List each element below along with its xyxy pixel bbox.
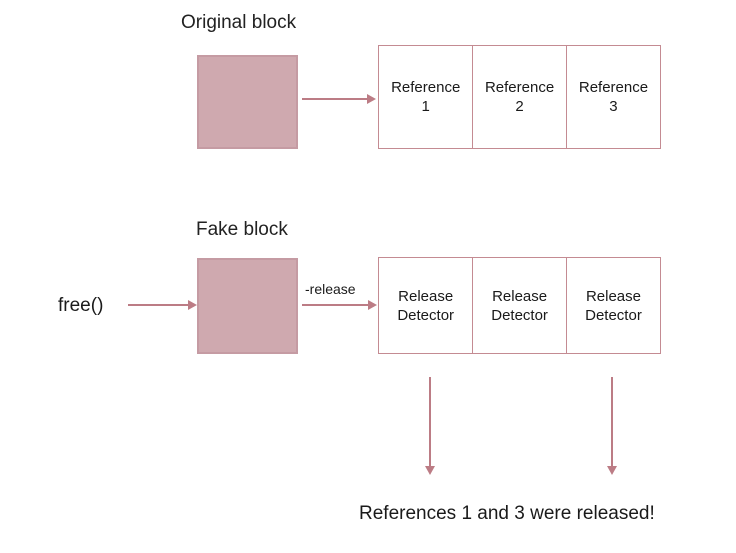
reference-box-2: Reference 2 xyxy=(471,45,568,149)
arrow-head-icon xyxy=(367,94,376,104)
reference-box-1-line1: Reference xyxy=(391,79,461,96)
reference-box-2-line2: 2 xyxy=(515,98,524,115)
reference-box-3-line1: Reference xyxy=(578,79,649,96)
arrow-head-icon xyxy=(607,466,617,475)
arrow-detector-1-to-caption xyxy=(424,377,436,475)
fake-memory-block xyxy=(197,258,298,354)
release-detector-box-1-line2: Detector xyxy=(397,306,455,324)
reference-boxes-row: Reference 1 Reference 2 Reference 3 xyxy=(378,45,664,149)
release-detector-boxes-row: Release Detector Release Detector Releas… xyxy=(378,257,664,354)
release-message-label: -release xyxy=(305,281,356,297)
arrow-shaft xyxy=(429,377,431,467)
release-detector-box-1-line1: Release xyxy=(398,287,454,305)
arrow-shaft xyxy=(302,304,369,306)
reference-box-3-line2: 3 xyxy=(609,98,618,115)
arrow-head-icon xyxy=(368,300,377,310)
release-detector-box-3-line1: Release xyxy=(585,287,641,305)
arrow-fake-block-to-detectors xyxy=(302,299,377,311)
original-block-title: Original block xyxy=(181,12,297,33)
arrow-shaft xyxy=(302,98,368,100)
release-detector-box-2-line1: Release xyxy=(492,287,548,305)
release-detector-box-3: Release Detector xyxy=(565,257,662,354)
fake-block-title: Fake block xyxy=(196,219,288,240)
arrow-shaft xyxy=(128,304,189,306)
arrow-head-icon xyxy=(425,466,435,475)
arrow-free-to-fake-block xyxy=(128,299,197,311)
reference-box-1-line2: 1 xyxy=(421,98,430,115)
reference-box-1: Reference 1 xyxy=(378,45,474,149)
release-detector-box-2: Release Detector xyxy=(471,257,568,354)
arrow-head-icon xyxy=(188,300,197,310)
reference-box-3: Reference 3 xyxy=(565,45,662,149)
reference-box-2-line1: Reference xyxy=(484,79,555,96)
arrow-shaft xyxy=(611,377,613,467)
original-memory-block xyxy=(197,55,298,149)
arrow-detector-3-to-caption xyxy=(606,377,618,475)
free-call-label: free() xyxy=(58,295,104,316)
release-detector-box-2-line2: Detector xyxy=(491,306,548,324)
release-detector-box-1: Release Detector xyxy=(378,257,474,354)
release-detector-box-3-line2: Detector xyxy=(585,306,642,324)
arrow-original-block-to-references xyxy=(302,93,376,105)
result-caption: References 1 and 3 were released! xyxy=(359,503,655,524)
